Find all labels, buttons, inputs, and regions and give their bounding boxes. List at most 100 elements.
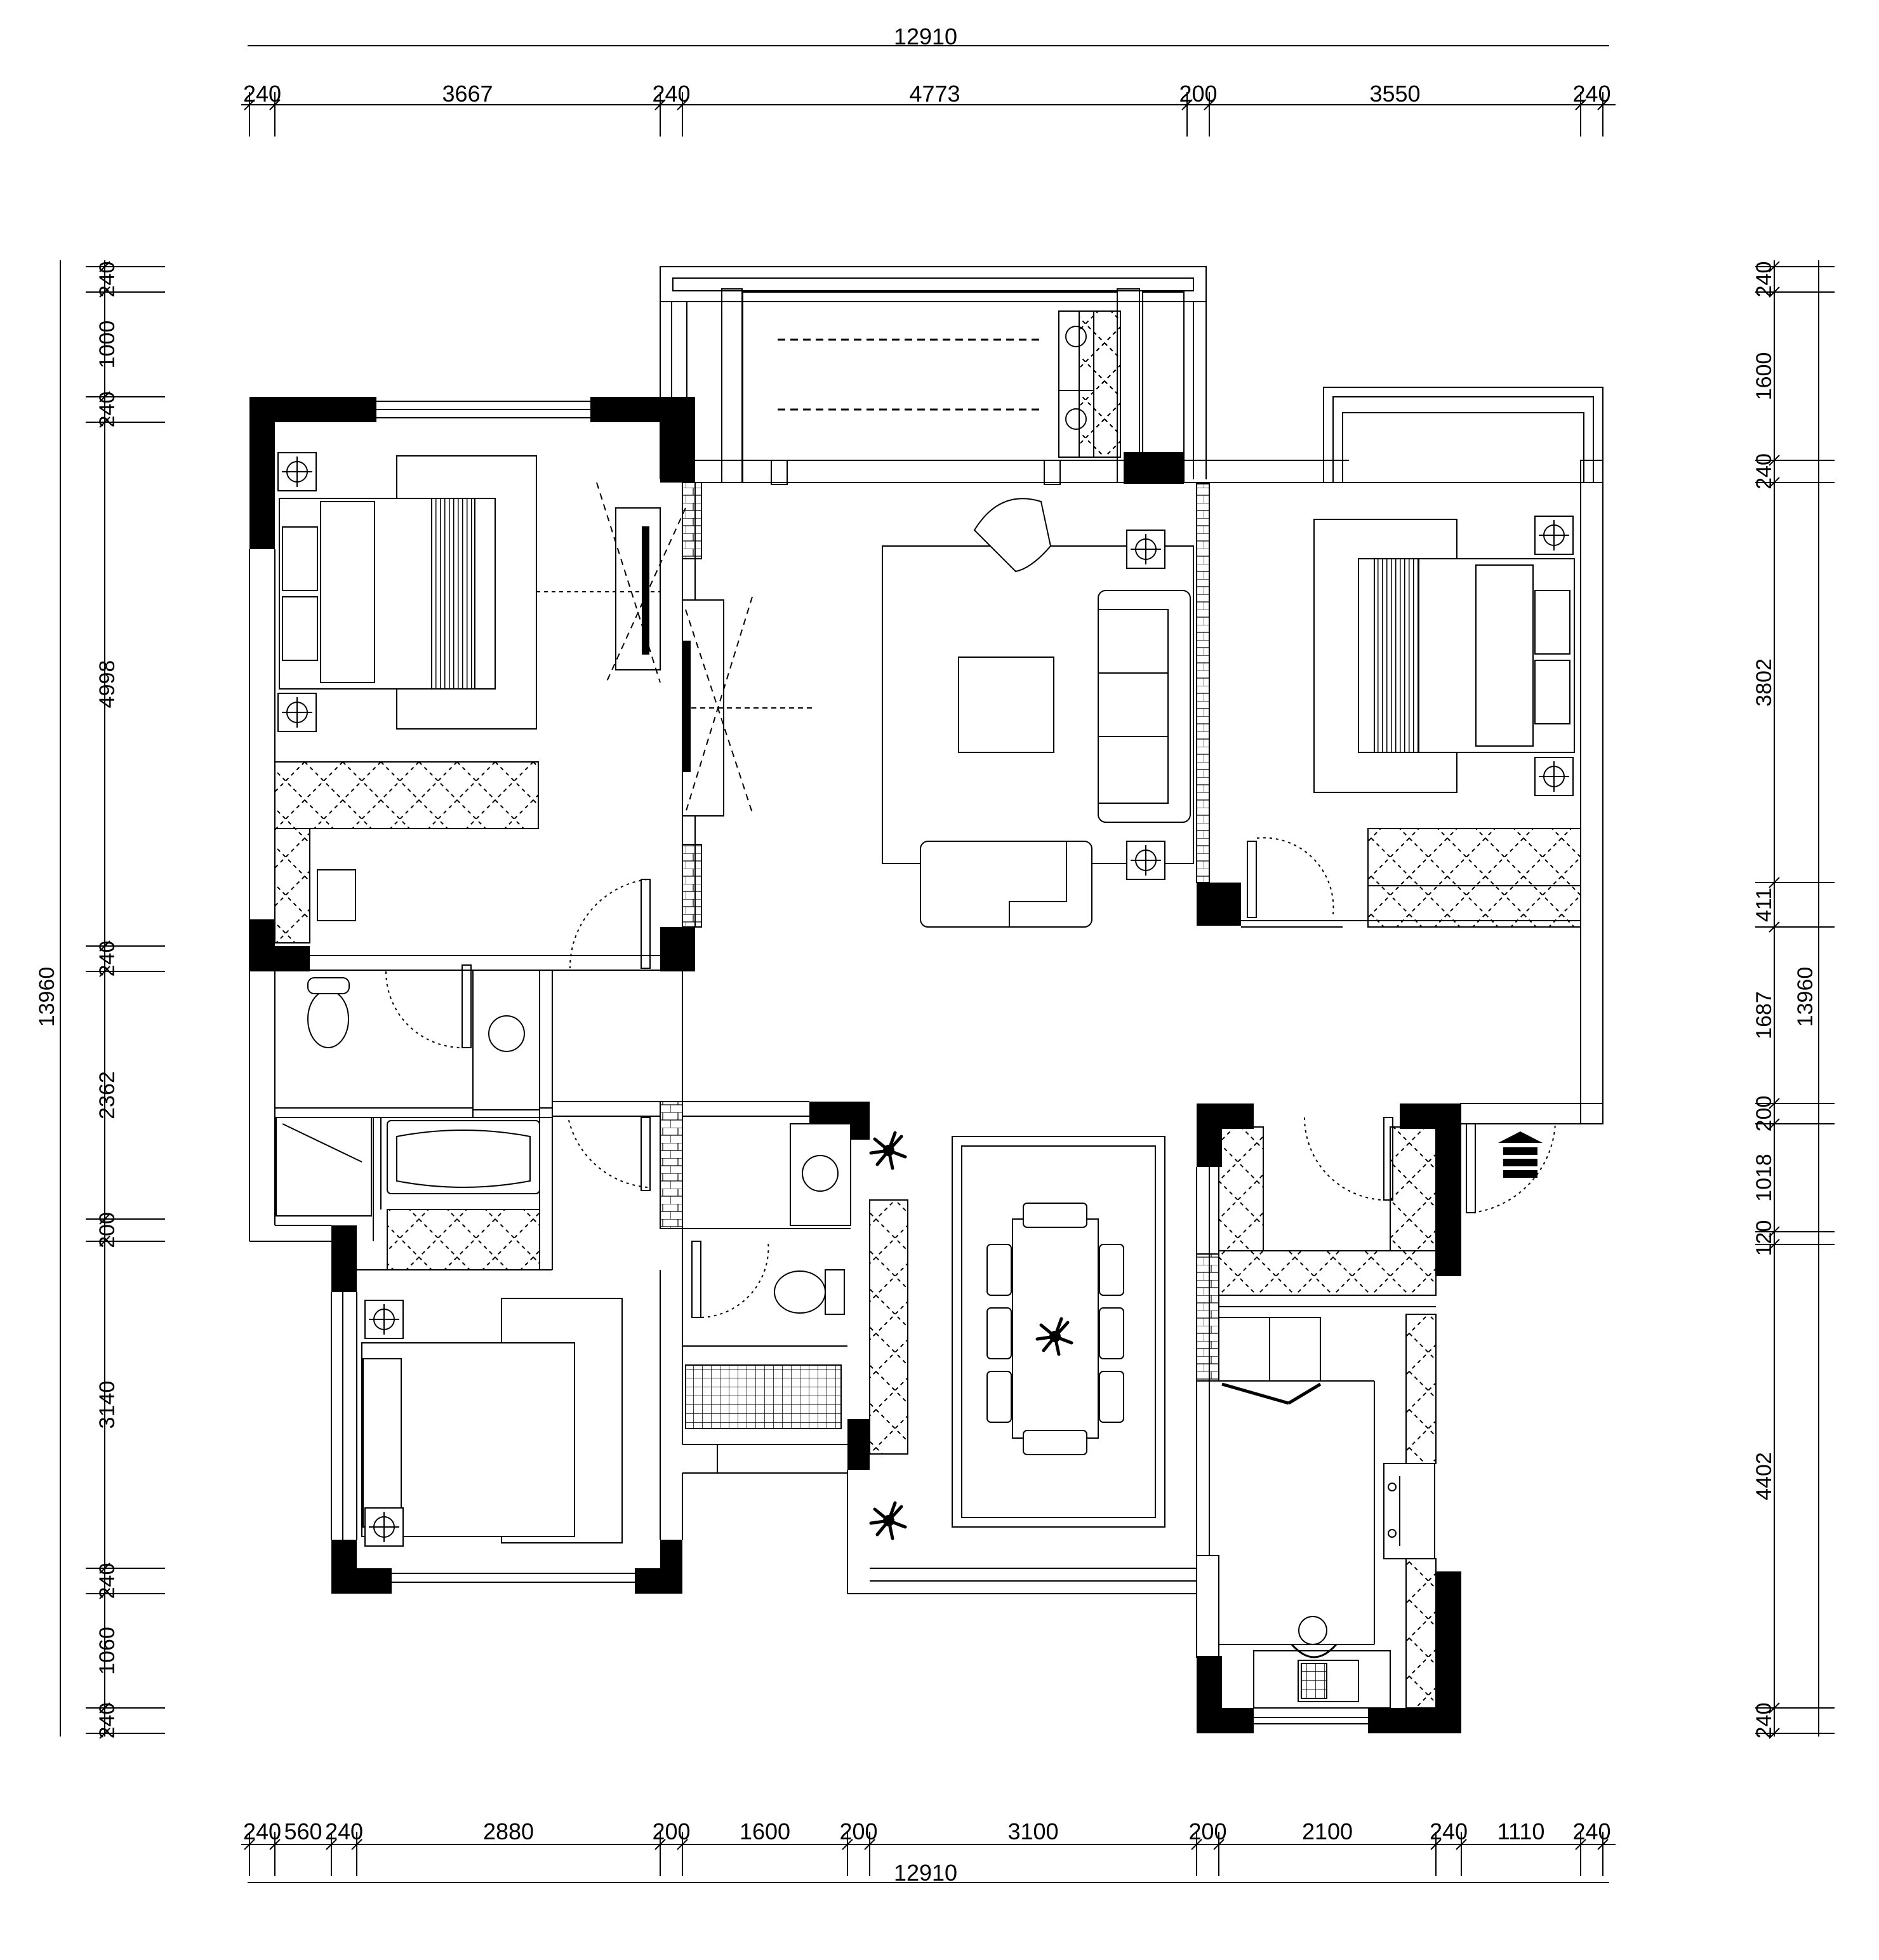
master-bedroom <box>277 452 686 921</box>
right-dim-label: 240 <box>1752 262 1776 298</box>
bathroom-2 <box>685 1123 851 1429</box>
hall-cabinet-left <box>1218 1126 1264 1251</box>
bottom-dim-label: 200 <box>839 1818 877 1844</box>
bottom-dim-label: 1110 <box>1497 1818 1545 1844</box>
kitchen-counter <box>1405 1314 1437 1464</box>
wardrobes <box>274 310 1581 1709</box>
kitchen-counter-lower <box>1405 1558 1437 1709</box>
sink-icon <box>488 1015 525 1052</box>
bottom-dim-label: 240 <box>1430 1818 1468 1844</box>
master-side-cabinet <box>274 828 310 943</box>
right-dim-label: 120 <box>1752 1220 1776 1257</box>
hall-cabinet-right <box>1390 1126 1437 1251</box>
bedroom-2 <box>361 1298 623 1547</box>
structural-walls <box>249 397 1461 1733</box>
right-dim-label: 1600 <box>1752 352 1776 401</box>
coffee-table <box>958 657 1054 753</box>
tv-cabinet <box>615 507 661 670</box>
dining-table-icon <box>1012 1218 1099 1439</box>
top-dimension-chain: 12910 240 3667 240 4773 200 3550 240 <box>241 23 1616 137</box>
shoe-cabinet <box>1218 1250 1437 1296</box>
bottom-dim-label: 1600 <box>740 1818 790 1844</box>
top-dim-label: 3667 <box>442 81 493 107</box>
right-dim-label: 3802 <box>1752 658 1776 707</box>
top-dim-label: 240 <box>1572 81 1610 107</box>
top-dim-label: 240 <box>243 81 281 107</box>
lamp-icon <box>364 1507 404 1547</box>
bottom-dim-label: 2880 <box>483 1818 534 1844</box>
left-dim-label: 200 <box>95 1212 119 1248</box>
lamp-icon <box>1126 841 1165 880</box>
shower-cabin <box>276 1117 372 1217</box>
living-room <box>682 482 1194 928</box>
right-dim-label: 4402 <box>1752 1452 1776 1500</box>
kitchen-sink-counter <box>1253 1650 1391 1709</box>
dining-area <box>871 1133 1165 1538</box>
bottom-dim-label: 240 <box>325 1818 363 1844</box>
bedroom2-wardrobe <box>387 1209 540 1270</box>
left-dim-label: 1000 <box>95 321 119 369</box>
plant-icon <box>871 1133 905 1168</box>
bath-towel-rack <box>1079 310 1121 458</box>
left-dim-label: 240 <box>95 262 119 298</box>
dining-sideboard <box>869 1199 908 1455</box>
top-dim-label: 4773 <box>909 81 960 107</box>
bottom-dim-label: 240 <box>243 1818 281 1844</box>
lamp-icon <box>277 452 317 491</box>
bottom-dim-label: 200 <box>1188 1818 1226 1844</box>
stove-icon <box>1383 1463 1435 1559</box>
left-dim-label: 3140 <box>95 1381 119 1429</box>
sink-icon <box>802 1155 839 1192</box>
lamp-icon <box>1126 530 1165 569</box>
toilet-icon <box>307 990 349 1048</box>
bottom-dim-label: 3100 <box>1007 1818 1058 1844</box>
armchair <box>973 498 1052 573</box>
left-dim-label: 240 <box>95 941 119 977</box>
right-bedroom-wardrobe <box>1367 828 1581 928</box>
left-dim-label: 1060 <box>95 1627 119 1675</box>
bottom-dim-label: 2100 <box>1302 1818 1353 1844</box>
top-dim-label: 240 <box>652 81 690 107</box>
plant-icon <box>871 1503 905 1538</box>
top-total-dimension: 12910 <box>894 23 957 50</box>
bathroom-1 <box>276 970 540 1217</box>
kitchen <box>1218 1317 1435 1702</box>
right-dimension-chain: 240 1600 240 3802 411 1687 200 1018 120 4402 240 1… <box>1752 260 1835 1739</box>
person-icon <box>1298 1616 1327 1645</box>
left-dim-label: 240 <box>95 1563 119 1599</box>
top-dim-label: 3550 <box>1369 81 1420 107</box>
top-dim-label: 200 <box>1179 81 1217 107</box>
right-dim-label: 200 <box>1752 1096 1776 1132</box>
left-dim-label: 240 <box>95 1703 119 1739</box>
entrance-door <box>1472 1123 1556 1213</box>
lamp-icon <box>277 693 317 732</box>
left-total-dimension: 13960 <box>35 967 59 1027</box>
toilet-icon <box>774 1270 826 1314</box>
master-wardrobe <box>274 761 539 829</box>
lamp-icon <box>1534 516 1574 555</box>
right-total-dimension: 13960 <box>1793 967 1817 1027</box>
doors <box>385 837 1556 1319</box>
lamp-icon <box>1534 757 1574 796</box>
left-dimension-chain: 13960 240 1000 240 4998 240 2362 200 3140 240 106… <box>35 260 165 1739</box>
left-dim-label: 240 <box>95 392 119 428</box>
right-bedroom <box>1313 516 1575 796</box>
bottom-dim-label: 200 <box>652 1818 690 1844</box>
right-dim-label: 240 <box>1752 453 1776 490</box>
entrance-arrow-icon <box>1498 1131 1543 1178</box>
bottom-dim-label: 560 <box>284 1818 322 1844</box>
lamp-icon <box>364 1300 404 1339</box>
shower-floor <box>685 1364 842 1429</box>
left-dim-label: 4998 <box>95 660 119 709</box>
left-dim-label: 2362 <box>95 1071 119 1119</box>
right-dim-label: 411 <box>1752 888 1776 922</box>
right-dim-label: 1687 <box>1752 991 1776 1039</box>
top-balcony <box>660 266 1207 483</box>
bottom-dim-label: 240 <box>1572 1818 1610 1844</box>
right-dim-label: 1018 <box>1752 1154 1776 1202</box>
right-dim-label: 240 <box>1752 1703 1776 1739</box>
desk <box>317 869 356 921</box>
bottom-total-dimension: 12910 <box>894 1860 957 1886</box>
